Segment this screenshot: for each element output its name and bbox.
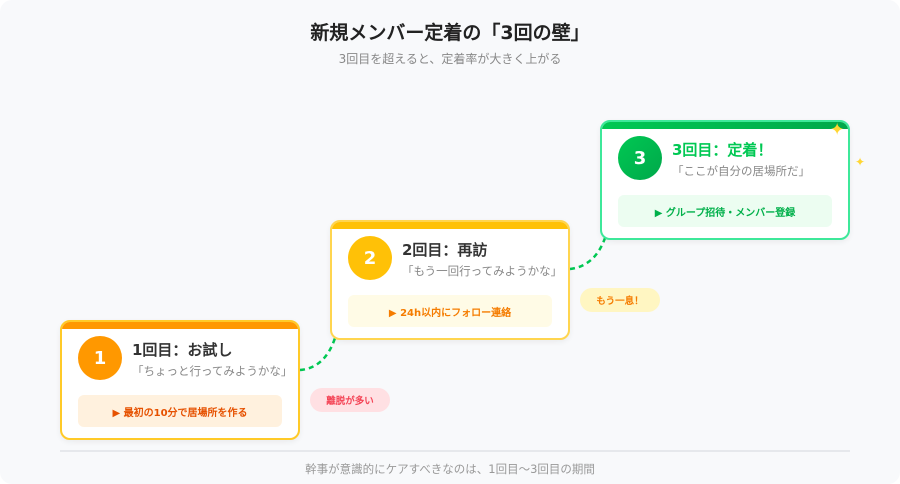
step-bar [602,122,848,129]
footer-note: 幹事が意識的にケアすべきなのは、1回目〜3回目の期間 [305,462,595,476]
step-bar [62,322,298,329]
step-bar [332,222,568,229]
step-title: 3回目：定着！ [672,141,773,159]
step-number: 3 [618,136,662,180]
step-action: ▶ 最初の10分で居場所を作る [78,395,282,427]
step-action: ▶ 24h以内にフォロー連絡 [348,295,552,327]
badge-almost: もう一息！ [580,288,660,312]
page-title: 新規メンバー定着の「3回の壁」 [310,22,590,44]
step-quote: 「ちょっと行ってみようかな」 [132,364,293,378]
step-quote: 「ここが自分の居場所だ」 [672,164,810,178]
step-title: 1回目：お試し [132,341,233,359]
page-subtitle: 3回目を超えると、定着率が大きく上がる [338,52,562,66]
step-action: ▶ グループ招待・メンバー登録 [618,195,832,227]
step-number: 1 [78,336,122,380]
step-card-1: 1 1回目：お試し 「ちょっと行ってみようかな」 ▶ 最初の10分で居場所を作る [60,320,300,440]
step-card-3: 3 3回目：定着！ 「ここが自分の居場所だ」 ▶ グループ招待・メンバー登録 [600,120,850,240]
connector-1-2 [299,337,337,372]
badge-dropout: 離脱が多い [310,388,390,412]
sparkle-icon: ✦ [830,120,845,140]
step-card-2: 2 2回目：再訪 「もう一回行ってみようかな」 ▶ 24h以内にフォロー連絡 [330,220,570,340]
divider [60,450,850,452]
connector-2-3 [569,237,607,271]
step-quote: 「もう一回行ってみようかな」 [402,264,563,278]
sparkle-icon: ✦ [855,155,866,169]
step-title: 2回目：再訪 [402,241,488,259]
step-number: 2 [348,236,392,280]
